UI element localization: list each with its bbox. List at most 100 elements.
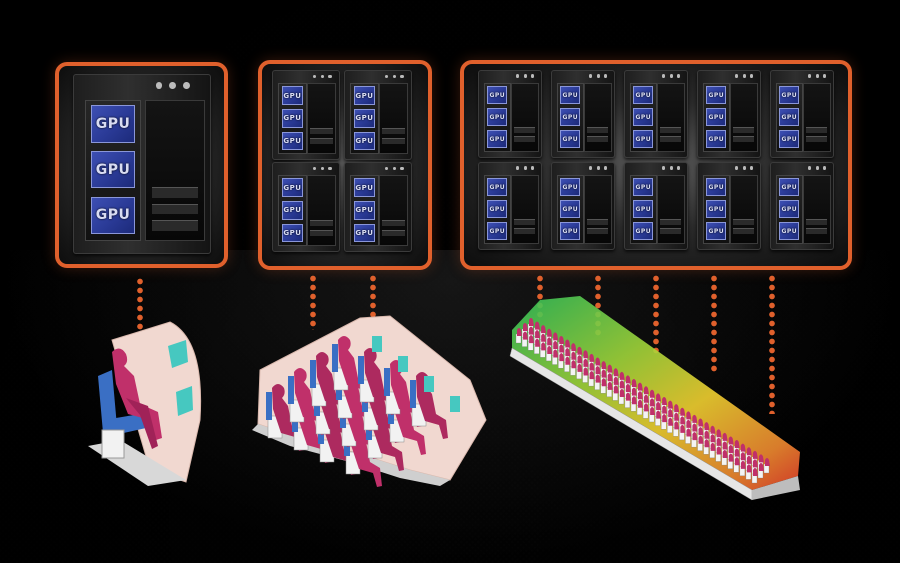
passenger-figure bbox=[535, 338, 541, 347]
power-led bbox=[669, 74, 673, 78]
drive-bay bbox=[660, 136, 681, 143]
drive-bay bbox=[587, 228, 608, 235]
gpu-card: GPU bbox=[633, 222, 654, 241]
power-led bbox=[596, 74, 600, 78]
passenger-figure bbox=[541, 333, 547, 342]
tower-front-panel bbox=[145, 99, 205, 241]
tower-side-panel: GPU GPU GPU bbox=[84, 99, 142, 241]
gpu-card: GPU bbox=[281, 86, 303, 105]
drive-bay bbox=[733, 136, 754, 143]
passenger-figure bbox=[644, 403, 650, 412]
passenger-figure bbox=[523, 323, 528, 331]
passenger-figure bbox=[565, 339, 571, 348]
passenger-figure bbox=[625, 392, 631, 401]
passenger-figure bbox=[559, 353, 565, 362]
passenger-figure bbox=[698, 435, 704, 444]
power-led bbox=[735, 74, 739, 78]
drive-bay bbox=[152, 203, 198, 215]
tower-front-panel bbox=[656, 175, 685, 245]
seat-back bbox=[310, 360, 316, 388]
gpu-card: GPU bbox=[779, 130, 800, 149]
tower-front-panel bbox=[729, 175, 758, 245]
connector-dots bbox=[309, 274, 317, 330]
tower-front-panel bbox=[378, 175, 409, 246]
passenger-figure bbox=[577, 363, 583, 372]
power-led bbox=[662, 74, 666, 78]
passenger-figure bbox=[680, 407, 686, 416]
passenger-figure bbox=[686, 419, 692, 428]
passenger-figure bbox=[547, 337, 553, 346]
gpu-card: GPU bbox=[633, 86, 654, 105]
passenger-figure bbox=[607, 381, 613, 390]
cabin-window bbox=[168, 340, 188, 368]
gpu-card: GPU bbox=[560, 222, 581, 241]
drive-bay bbox=[514, 218, 535, 225]
cabin-window bbox=[176, 386, 193, 416]
power-led bbox=[384, 74, 388, 79]
passenger-figure bbox=[553, 340, 559, 349]
power-led bbox=[320, 74, 324, 79]
gpu-card: GPU bbox=[91, 150, 135, 189]
passenger-figure bbox=[728, 453, 734, 462]
passenger-figure bbox=[740, 452, 746, 461]
tower-front-panel bbox=[306, 175, 337, 246]
tower-front-panel bbox=[510, 175, 539, 245]
drive-bay bbox=[382, 128, 405, 135]
passenger-figure bbox=[662, 405, 668, 414]
power-led bbox=[516, 166, 520, 170]
gpu-card: GPU bbox=[560, 86, 581, 105]
gpu-card: GPU bbox=[633, 130, 654, 149]
tower-front-panel bbox=[583, 175, 612, 245]
passenger-figure bbox=[704, 430, 710, 439]
passenger-figure bbox=[680, 424, 686, 433]
power-led bbox=[182, 82, 190, 90]
airflow-field bbox=[512, 296, 800, 490]
passenger-figure bbox=[716, 446, 722, 455]
passenger-figure bbox=[583, 350, 589, 359]
passenger-figure bbox=[668, 417, 674, 426]
passenger-figure bbox=[734, 448, 740, 457]
gpu-card: GPU bbox=[281, 223, 303, 243]
seat-back bbox=[266, 392, 272, 420]
power-led bbox=[808, 166, 812, 170]
passenger-figure bbox=[637, 391, 643, 400]
gpu-card: GPU bbox=[353, 223, 375, 243]
passenger-figure bbox=[625, 375, 631, 384]
drive-bay bbox=[660, 126, 681, 133]
power-led bbox=[662, 166, 666, 170]
tower-front-panel bbox=[378, 83, 409, 154]
gpu-card: GPU bbox=[487, 200, 508, 219]
power-led bbox=[742, 166, 746, 170]
power-led bbox=[531, 166, 535, 170]
seat-back bbox=[358, 356, 364, 384]
power-led bbox=[677, 166, 681, 170]
gpu-card: GPU bbox=[281, 201, 303, 220]
drive-bay bbox=[806, 136, 827, 143]
gpu-card: GPU bbox=[706, 86, 727, 105]
passenger-figure bbox=[643, 386, 649, 395]
drive-bay bbox=[152, 186, 198, 198]
drive-bay bbox=[514, 126, 535, 133]
drive-bay bbox=[310, 128, 333, 135]
seat-back bbox=[288, 376, 294, 404]
passenger-figure bbox=[559, 344, 565, 353]
drive-bay bbox=[587, 218, 608, 225]
power-led bbox=[328, 74, 332, 79]
drive-bay bbox=[733, 126, 754, 133]
power-led bbox=[328, 166, 332, 171]
gpu-card: GPU bbox=[779, 200, 800, 219]
power-led bbox=[531, 74, 535, 78]
drive-bay bbox=[310, 229, 333, 236]
passenger-figure bbox=[595, 374, 601, 383]
passenger-figure bbox=[722, 441, 728, 450]
drive-bay bbox=[382, 137, 405, 144]
gpu-card: GPU bbox=[633, 200, 654, 219]
drive-bay bbox=[310, 220, 333, 227]
gpu-card: GPU bbox=[91, 196, 135, 235]
